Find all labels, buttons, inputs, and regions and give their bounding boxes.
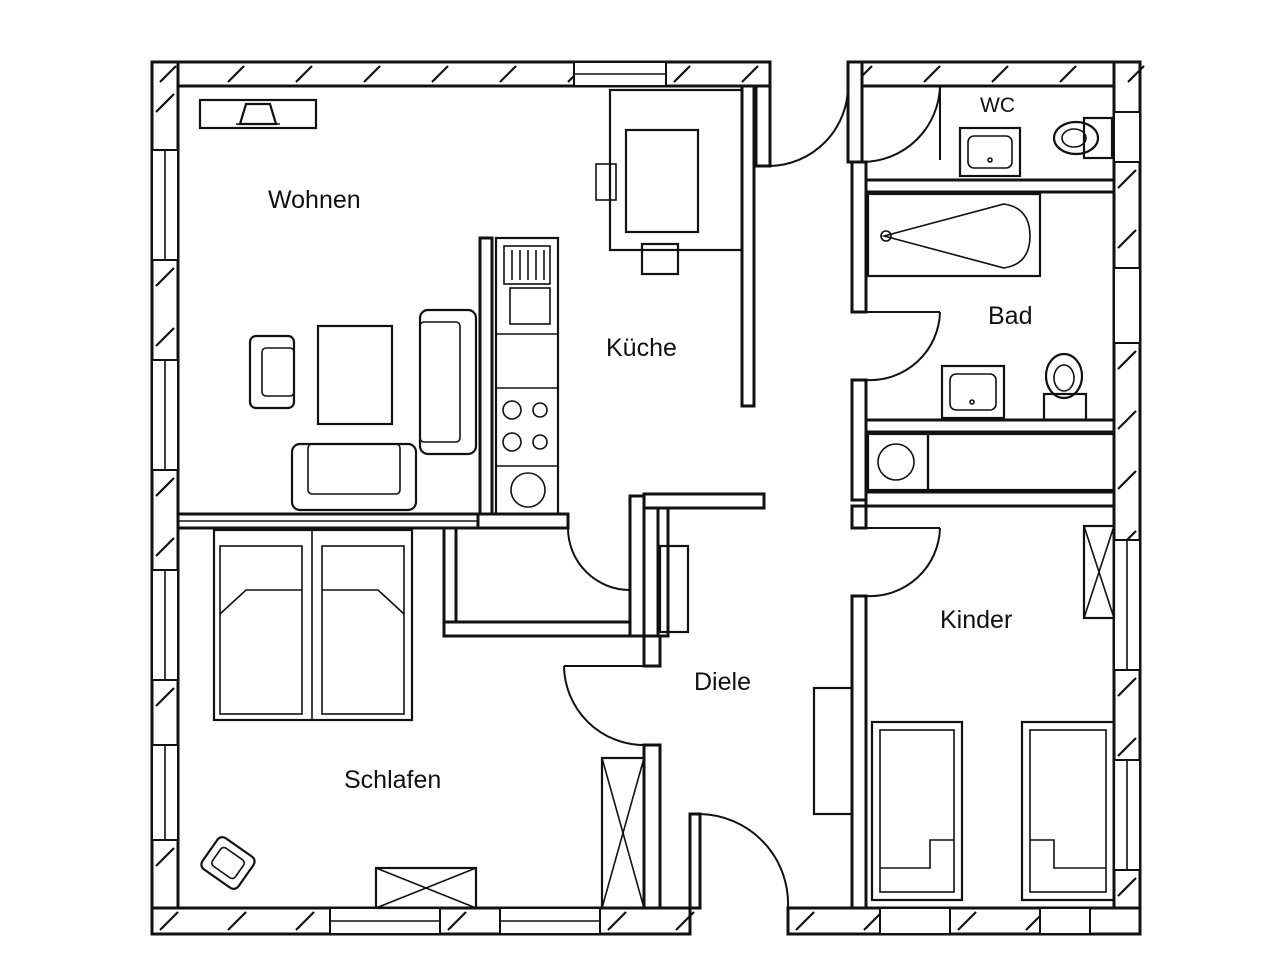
wall-hatch-line bbox=[957, 911, 977, 931]
schlafen-wardrobe bbox=[600, 756, 646, 910]
armchair-bottom bbox=[290, 442, 418, 512]
wall-hatch-line bbox=[363, 65, 381, 83]
wc-sink bbox=[958, 126, 1022, 178]
schlafen-chair bbox=[200, 836, 256, 890]
wall-hatch-line bbox=[1117, 350, 1137, 370]
double-bed bbox=[212, 528, 414, 722]
wall-hatch-line bbox=[159, 911, 179, 931]
dining-table bbox=[595, 88, 744, 276]
wall-hatch-line bbox=[673, 65, 691, 83]
washing-machine bbox=[866, 432, 1116, 492]
wall-hatch-line bbox=[155, 93, 175, 113]
wall-hatch-line bbox=[1117, 677, 1137, 697]
wall-hatch-line bbox=[155, 537, 175, 557]
room-label-kueche: Küche bbox=[606, 334, 677, 362]
wall-hatch-line bbox=[991, 65, 1009, 83]
sofa-right bbox=[418, 308, 478, 456]
wall-hatch-line bbox=[607, 911, 627, 931]
room-label-diele: Diele bbox=[694, 668, 751, 696]
room-label-kinder: Kinder bbox=[940, 606, 1012, 634]
wall-hatch-line bbox=[295, 911, 315, 931]
wall-hatch-line bbox=[155, 477, 175, 497]
kinder-bed-left bbox=[870, 720, 964, 902]
wall-hatching bbox=[155, 65, 1145, 931]
wall-hatch-line bbox=[1117, 877, 1137, 897]
toilet-bad bbox=[1042, 352, 1088, 422]
wall-hatch-line bbox=[1117, 229, 1137, 249]
wall-hatch-line bbox=[159, 65, 177, 83]
wall-hatch-line bbox=[1059, 65, 1077, 83]
wall-hatch-line bbox=[155, 847, 175, 867]
wall-hatch-line bbox=[1117, 737, 1137, 757]
wall-hatch-line bbox=[155, 327, 175, 347]
wall-hatch-line bbox=[431, 65, 449, 83]
wall-hatch-line bbox=[1127, 65, 1145, 83]
toilet-wc bbox=[1052, 116, 1114, 160]
wall-hatch-line bbox=[155, 267, 175, 287]
wall-hatch-line bbox=[1117, 169, 1137, 189]
wall-hatch-line bbox=[795, 911, 815, 931]
wall-hatch-line bbox=[227, 911, 247, 931]
wall-hatch-line bbox=[155, 687, 175, 707]
bad-sink bbox=[940, 364, 1006, 420]
bathtub bbox=[866, 192, 1042, 278]
wall-hatch-line bbox=[1117, 470, 1137, 490]
armchair-left bbox=[248, 334, 296, 410]
room-label-schlafen: Schlafen bbox=[344, 766, 441, 794]
room-label-wc: WC bbox=[980, 94, 1015, 117]
kinder-bed-right bbox=[1020, 720, 1116, 902]
diele-wardrobe bbox=[658, 544, 690, 634]
fireplace bbox=[198, 98, 318, 130]
wall-hatch-line bbox=[295, 65, 313, 83]
wall-hatch-line bbox=[227, 65, 245, 83]
wall-hatch-line bbox=[447, 911, 467, 931]
windows bbox=[151, 61, 1141, 935]
wall-hatch-line bbox=[923, 65, 941, 83]
wall-hatch-line bbox=[1117, 410, 1137, 430]
room-label-wohnen: Wohnen bbox=[268, 186, 361, 214]
wall-hatch-line bbox=[499, 65, 517, 83]
interior-walls bbox=[176, 60, 1116, 910]
kitchen-counter bbox=[494, 236, 560, 516]
wall-hatch-line bbox=[675, 911, 695, 931]
doors bbox=[563, 85, 941, 909]
wall-hatch-line bbox=[741, 65, 759, 83]
kinder-wardrobe bbox=[1082, 524, 1116, 620]
coffee-table bbox=[316, 324, 394, 426]
room-label-bad: Bad bbox=[988, 302, 1032, 330]
kinder-desk bbox=[812, 686, 854, 816]
schlafen-dresser bbox=[374, 866, 478, 910]
